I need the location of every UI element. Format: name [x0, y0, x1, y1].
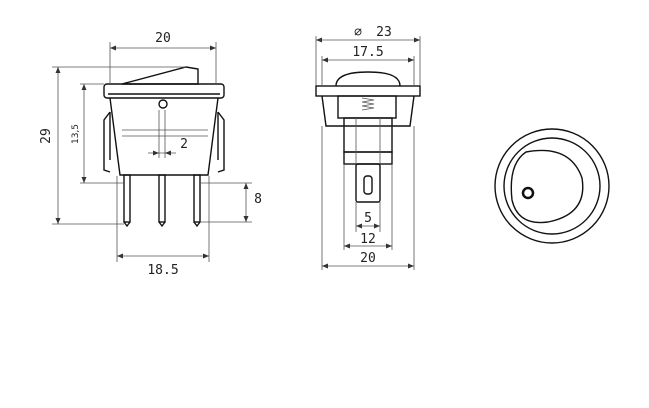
top-view [494, 128, 610, 244]
diameter-symbol: ⌀ [354, 25, 362, 40]
dim-height-total: 29 [39, 128, 54, 144]
pin-left [123, 174, 131, 223]
terminal-lug [355, 163, 381, 203]
dim-terminal-width: 5 [364, 211, 372, 226]
front-view: 20 29 13,5 2 8 18.5 [39, 31, 262, 278]
dim-inner-width: 17.5 [352, 45, 383, 60]
dim-height-body: 13,5 [71, 124, 81, 144]
lower-block [343, 117, 393, 153]
dim-pin-length: 8 [254, 192, 262, 207]
inner-ring [503, 137, 601, 235]
outer-ring [494, 128, 610, 244]
bezel [103, 83, 225, 99]
indicator-lamp [521, 186, 535, 200]
dim-width-bottom: 18.5 [147, 263, 178, 278]
dim-base-width: 20 [360, 251, 376, 266]
indicator-dot [158, 99, 168, 109]
dim-pin-pitch: 2 [180, 137, 188, 152]
pin-middle [158, 174, 166, 223]
side-view: ⌀ 23 17.5 5 12 20 [315, 25, 421, 270]
dome [335, 71, 401, 87]
dim-lug-width: 12 [360, 232, 376, 247]
rocker-top [121, 66, 199, 85]
dim-width-top: 20 [155, 31, 171, 46]
flange [315, 85, 421, 97]
switch-body [109, 97, 219, 176]
rocker-button [510, 149, 584, 224]
pin-right [193, 174, 201, 223]
dim-diameter: 23 [376, 25, 392, 40]
